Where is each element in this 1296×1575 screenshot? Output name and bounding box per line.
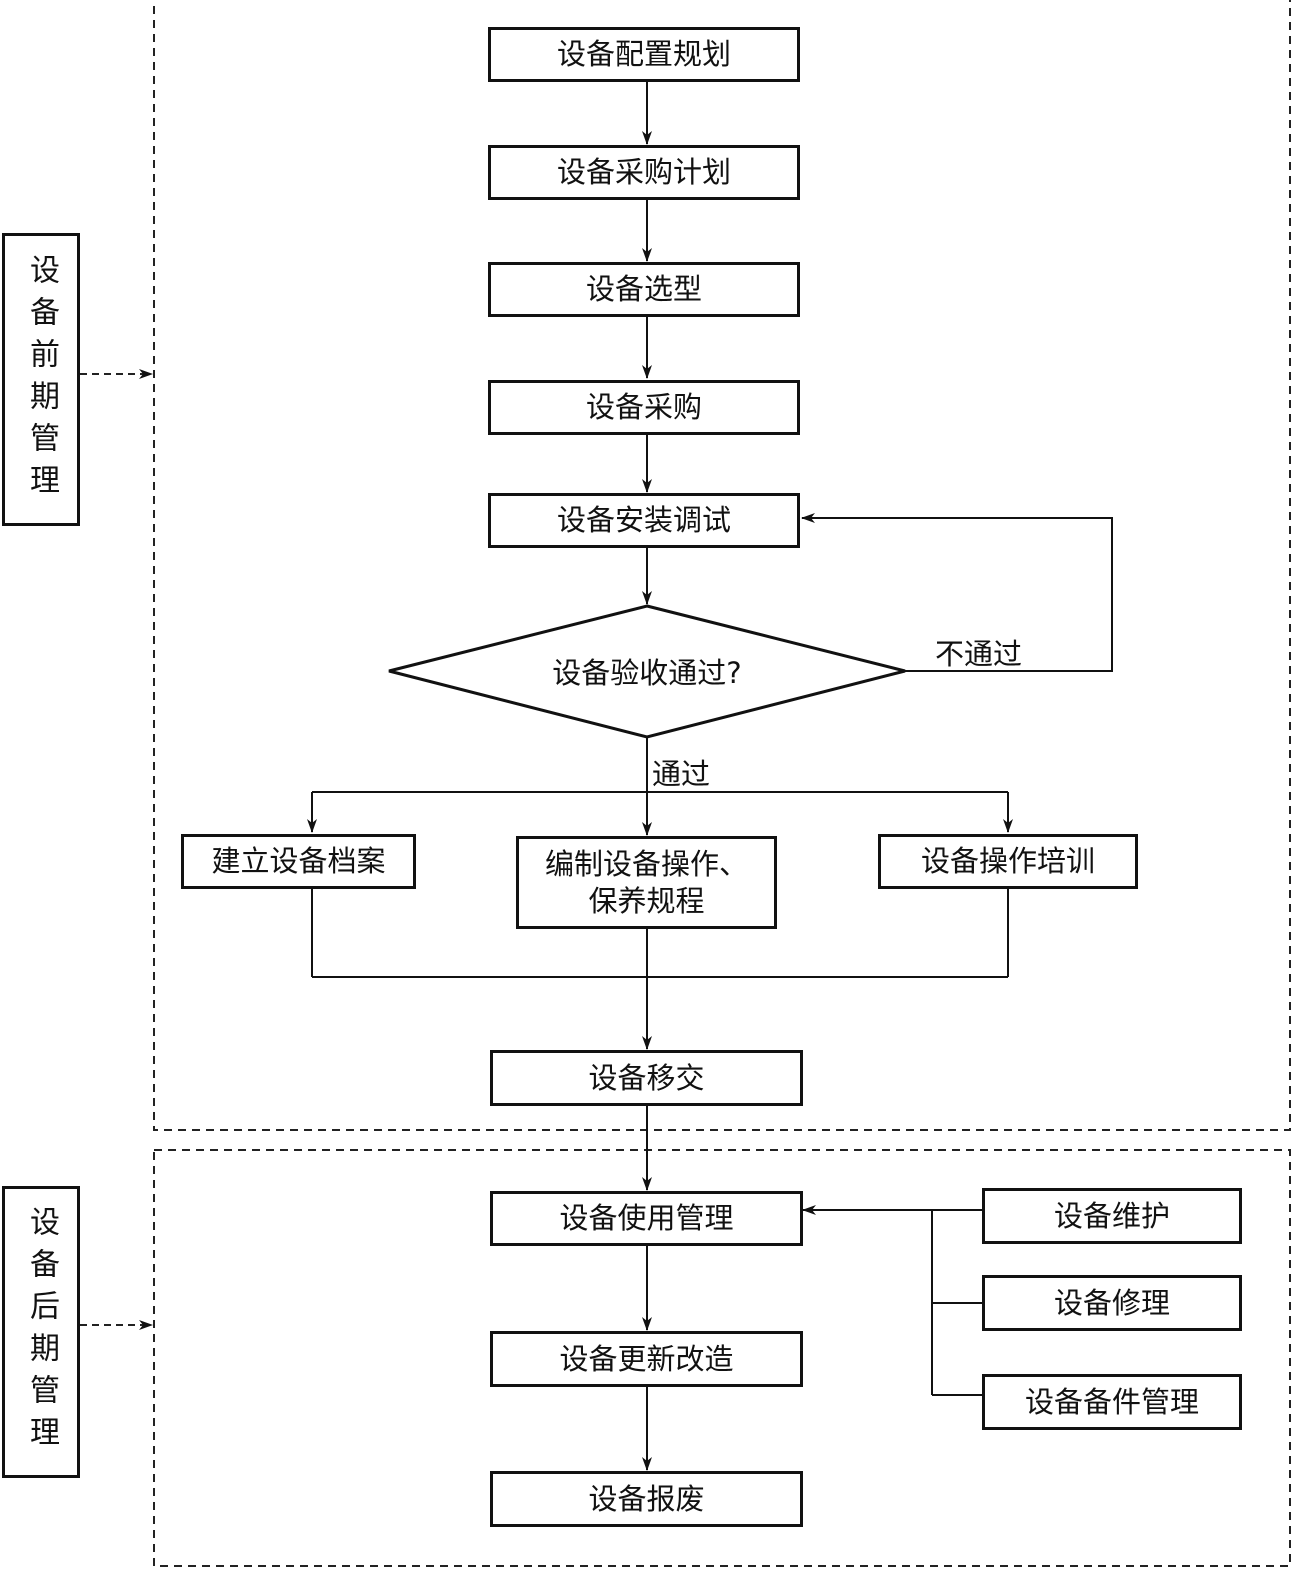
edge-label-pass-text: 通过: [652, 757, 711, 791]
node-handover-label: 设备移交: [588, 1060, 705, 1095]
node-renewal: 设备更新改造: [490, 1331, 803, 1387]
node-maintenance: 设备维护: [982, 1188, 1242, 1244]
node-install-label: 设备安装调试: [556, 503, 731, 538]
node-scrap-label: 设备报废: [588, 1481, 705, 1516]
node-purchase-plan-label: 设备采购计划: [556, 155, 731, 190]
node-acceptance: 设备验收通过?: [489, 646, 805, 696]
edge-label-pass: 通过: [652, 751, 710, 793]
late-phase-label: 设备后期管理: [2, 1186, 80, 1478]
late-phase-text: 设备后期管理: [24, 1206, 59, 1458]
node-spare-parts-label: 设备备件管理: [1024, 1384, 1199, 1419]
node-maintenance-label: 设备维护: [1053, 1198, 1170, 1233]
node-plan-label: 设备配置规划: [556, 37, 731, 72]
edge-label-fail-text: 不通过: [935, 637, 1023, 671]
early-phase-label: 设备前期管理: [2, 233, 80, 526]
node-procedures-stack: 编制设备操作、 保养规程: [545, 846, 748, 919]
acceptance-decision-diamond: [388, 604, 906, 739]
node-archive-label: 建立设备档案: [211, 844, 386, 879]
node-archive: 建立设备档案: [181, 834, 416, 889]
node-procedures: 编制设备操作、 保养规程: [516, 836, 777, 929]
node-training-label: 设备操作培训: [920, 844, 1095, 879]
node-repair: 设备修理: [982, 1275, 1242, 1331]
node-procedures-line2: 保养规程: [588, 883, 705, 918]
node-scrap: 设备报废: [490, 1471, 803, 1527]
node-selection: 设备选型: [488, 262, 800, 317]
late-phase-region: [153, 1149, 1291, 1567]
edge-fail-loop: [801, 513, 1113, 672]
early-phase-text: 设备前期管理: [24, 253, 59, 506]
node-acceptance-label: 设备验收通过?: [552, 656, 742, 690]
node-install: 设备安装调试: [488, 493, 800, 548]
node-procedures-line1: 编制设备操作、: [544, 847, 748, 882]
node-purchase-plan: 设备采购计划: [488, 145, 800, 200]
node-training: 设备操作培训: [878, 834, 1138, 889]
node-plan: 设备配置规划: [488, 27, 800, 82]
node-usage: 设备使用管理: [490, 1191, 803, 1246]
edge-label-fail: 不通过: [935, 631, 1022, 673]
node-spare-parts: 设备备件管理: [982, 1374, 1242, 1430]
node-usage-label: 设备使用管理: [559, 1201, 734, 1236]
node-repair-label: 设备修理: [1053, 1285, 1170, 1320]
node-handover: 设备移交: [490, 1050, 803, 1106]
node-renewal-label: 设备更新改造: [559, 1341, 734, 1376]
node-selection-label: 设备选型: [585, 272, 702, 307]
node-purchase-label: 设备采购: [585, 390, 702, 425]
node-purchase: 设备采购: [488, 380, 800, 435]
